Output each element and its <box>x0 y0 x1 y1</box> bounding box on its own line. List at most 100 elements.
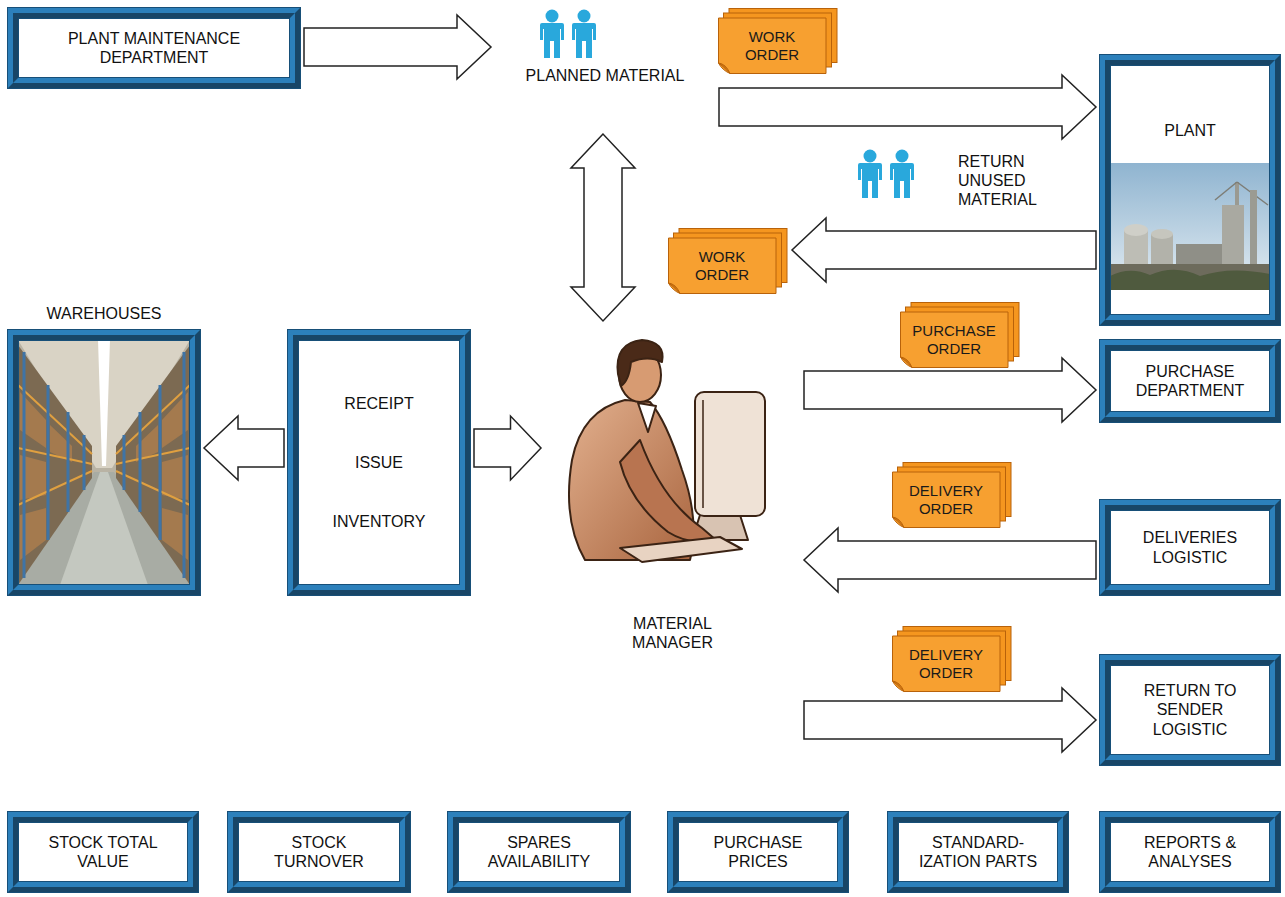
people-icon-part <box>546 10 559 23</box>
warehouse-photo-part <box>24 352 184 578</box>
warehouse-box: WAREHOUSES <box>8 330 200 595</box>
manager-figure-part <box>702 400 704 508</box>
people-icon-part <box>578 10 591 23</box>
people-icon-part <box>540 23 564 58</box>
manager-figure-part <box>620 440 716 542</box>
people-icon-part <box>858 163 882 198</box>
warehouse-photo-part-part <box>116 471 190 505</box>
process-box: REPORTS & ANALYSES <box>1100 812 1280 892</box>
role-node: PLANNED MATERIAL <box>495 8 715 130</box>
people-icon <box>540 10 596 59</box>
document-curl <box>893 681 905 692</box>
warehouse-photo-part <box>18 385 190 505</box>
document-stack: DELIVERY ORDER <box>892 462 1012 528</box>
warehouse-photo-part-part <box>18 385 92 454</box>
role-label: MATERIAL MANAGER <box>608 614 738 652</box>
warehouse-photo-part <box>98 340 110 466</box>
process-box: RETURN TO SENDER LOGISTIC <box>1100 655 1280 765</box>
plant-photo-part <box>1110 163 1270 290</box>
block-arrow <box>204 416 284 480</box>
manager-figure-part <box>638 403 656 432</box>
box-label: SPARES AVAILABILITY <box>464 833 614 871</box>
box-label: STOCK TOTAL VALUE <box>38 833 168 871</box>
box-label: PLANT <box>1164 121 1216 140</box>
warehouse-photo-part-part <box>183 352 186 578</box>
warehouse-photo-part <box>20 392 188 560</box>
manager-figure-part <box>620 537 742 562</box>
box-label: PURCHASE DEPARTMENT <box>1120 362 1260 400</box>
process-box: SPARES AVAILABILITY <box>448 812 630 892</box>
document-label: WORK ORDER <box>726 28 818 64</box>
warehouse-photo-part <box>18 340 190 585</box>
plant-photo-part <box>1110 264 1270 290</box>
people-icon-part <box>572 23 596 58</box>
warehouse-photo-part-part <box>67 412 70 512</box>
process-box: PURCHASE DEPARTMENT <box>1100 340 1280 422</box>
process-box: STOCK TOTAL VALUE <box>8 812 198 892</box>
process-box: STANDARD- IZATION PARTS <box>888 812 1068 892</box>
process-box: DELIVERIES LOGISTIC <box>1100 500 1280 595</box>
document-stack: WORK ORDER <box>668 228 788 294</box>
box-label: RETURN TO SENDER LOGISTIC <box>1130 681 1250 739</box>
box-label: ISSUE <box>355 453 403 472</box>
document-curl <box>669 283 681 294</box>
manager-node: MATERIAL MANAGER <box>545 325 800 660</box>
document-stack: WORK ORDER <box>718 8 838 74</box>
warehouse-photo-part-part <box>116 385 190 454</box>
block-arrow <box>571 134 635 321</box>
warehouse-photo-part <box>116 345 190 585</box>
block-arrow <box>804 688 1096 752</box>
people-icon-part <box>890 163 914 198</box>
manager-figure-part <box>618 340 663 386</box>
document-sheet <box>893 472 1001 528</box>
document-sheet <box>719 18 827 74</box>
box-label: PLANT MAINTENANCE DEPARTMENT <box>49 29 259 67</box>
document-label: WORK ORDER <box>676 248 768 284</box>
plant-photo-part <box>1124 224 1148 236</box>
document-sheet <box>893 636 1001 692</box>
block-arrow <box>719 75 1096 139</box>
document-sheet <box>669 238 777 294</box>
plant-photo-part <box>1110 270 1270 290</box>
box-label: INVENTORY <box>333 512 426 531</box>
block-arrow <box>804 528 1096 592</box>
flow-note: RETURN UNUSED MATERIAL <box>958 152 1053 210</box>
role-label: PLANNED MATERIAL <box>526 66 685 85</box>
warehouse-photo-part-part <box>116 448 190 464</box>
document-sheet <box>901 312 1009 368</box>
section-heading: WAREHOUSES <box>47 304 162 323</box>
process-box: PURCHASE PRICES <box>668 812 848 892</box>
warehouse-photo-part <box>18 345 92 585</box>
box-label: PURCHASE PRICES <box>693 833 823 871</box>
manager-figure-part <box>695 392 765 516</box>
document-stack: DELIVERY ORDER <box>892 626 1012 692</box>
block-arrow <box>304 15 491 79</box>
box-label: STANDARD- IZATION PARTS <box>904 833 1052 871</box>
document-label: PURCHASE ORDER <box>908 322 1000 358</box>
process-box: PLANT MAINTENANCE DEPARTMENT <box>8 8 300 88</box>
warehouse-photo <box>18 340 190 585</box>
manager-figure <box>569 340 765 562</box>
document-label: DELIVERY ORDER <box>900 646 992 682</box>
block-arrow <box>792 218 1096 282</box>
box-label: REPORTS & ANALYSES <box>1116 833 1264 871</box>
operations-box: RECEIPT ISSUE INVENTORY <box>288 330 470 595</box>
warehouse-photo-part-part <box>23 352 26 578</box>
people-icon <box>858 150 914 199</box>
warehouse-photo-part-part <box>18 471 92 505</box>
box-label: RECEIPT <box>344 394 413 413</box>
warehouse-photo-part-part <box>123 435 126 490</box>
document-curl <box>893 517 905 528</box>
plant-photo-part <box>1151 229 1173 239</box>
box-label: STOCK TURNOVER <box>254 833 384 871</box>
plant-box: PLANT <box>1100 55 1280 325</box>
document-stack: PURCHASE ORDER <box>900 302 1020 368</box>
warehouse-photo-part-part <box>159 385 162 540</box>
block-arrow <box>474 416 541 480</box>
warehouse-photo-part-part <box>47 385 50 540</box>
plant-photo-part <box>1250 190 1257 270</box>
process-box: STOCK TURNOVER <box>228 812 410 892</box>
warehouse-photo-part-part <box>83 435 86 490</box>
document-curl <box>719 63 731 74</box>
